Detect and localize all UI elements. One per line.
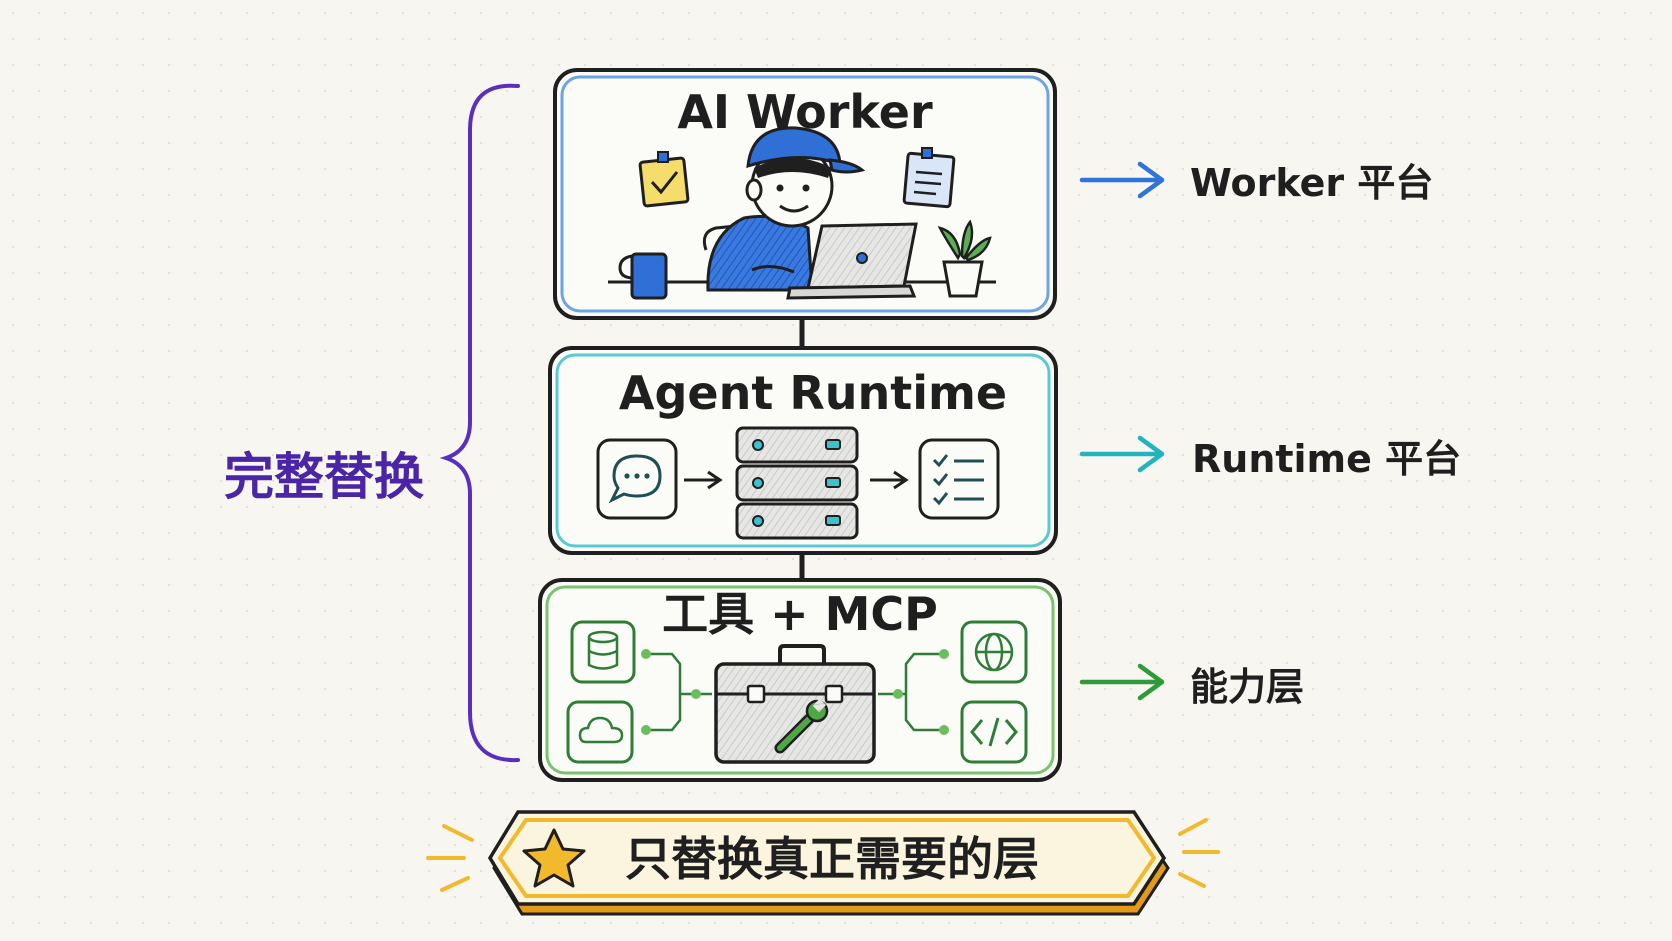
- brace-label: 完整替换: [224, 448, 424, 506]
- banner: 只替换真正需要的层: [426, 810, 1220, 916]
- wrench-icon: [774, 698, 829, 754]
- banner-shape: [487, 810, 1167, 906]
- layer-title: 工具 + MCP: [662, 587, 938, 641]
- banner-text: 只替换真正需要的层: [625, 832, 1039, 886]
- layer-tools-mcp: 工具 + MCP: [538, 578, 1062, 782]
- tool-connectors-right: [878, 649, 949, 735]
- layer-title: Agent Runtime: [619, 366, 1007, 420]
- code-icon: [960, 700, 1028, 764]
- arrow-right-icon: [1079, 663, 1165, 701]
- layer-ai-worker: AI Worker: [553, 68, 1057, 320]
- flow-arrow-icon: [684, 470, 723, 490]
- side-label-text: 能力层: [1190, 665, 1304, 709]
- replace-brace: 完整替换: [224, 83, 520, 763]
- server-rack-icon: [735, 426, 859, 540]
- database-icon: [570, 620, 636, 684]
- side-label-text: Worker 平台: [1190, 161, 1433, 205]
- plant-icon: [937, 219, 992, 298]
- chat-bubble-icon: [596, 438, 678, 520]
- coffee-mug-icon: [618, 252, 668, 300]
- tool-connectors-left: [641, 649, 712, 735]
- side-label-tools: 能力层: [1079, 663, 1304, 709]
- laptop-icon: [786, 222, 918, 300]
- globe-icon: [960, 620, 1028, 684]
- sparkle-lines-right: [1178, 818, 1220, 888]
- toolbox-icon: [714, 644, 876, 764]
- sparkle-lines-left: [426, 824, 474, 892]
- checklist-icon: [918, 438, 1000, 520]
- side-label-text: Runtime 平台: [1192, 437, 1461, 481]
- clipboard-check-icon: [638, 151, 690, 208]
- side-label-runtime: Runtime 平台: [1079, 435, 1461, 481]
- worker-avatar: [702, 126, 866, 292]
- star-icon: [522, 828, 586, 888]
- cloud-icon: [566, 700, 634, 764]
- arrow-right-icon: [1079, 161, 1165, 199]
- notepad-icon: [902, 147, 956, 209]
- layer-agent-runtime: Agent Runtime: [548, 346, 1058, 555]
- flow-arrow-icon: [870, 470, 909, 490]
- side-label-worker: Worker 平台: [1079, 161, 1433, 205]
- arrow-right-icon: [1079, 435, 1165, 473]
